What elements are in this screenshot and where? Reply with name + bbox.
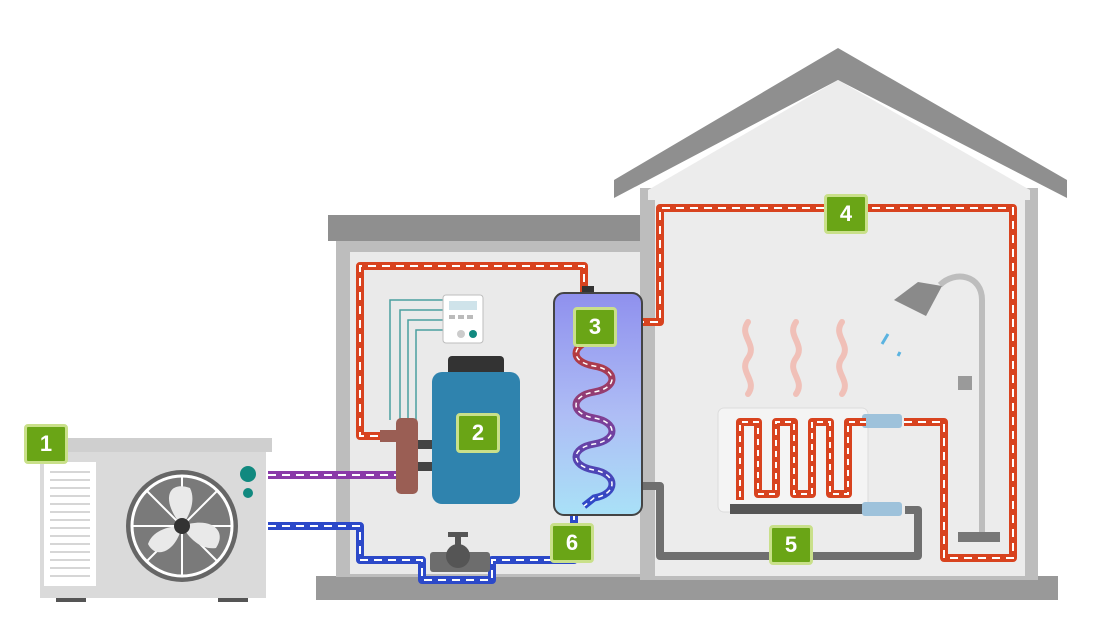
radiator-icon [717, 407, 902, 516]
badge-radiator: 5 [769, 525, 813, 565]
manifold-icon [380, 418, 432, 494]
control-wires [389, 299, 445, 420]
badge-outdoor-unit: 1 [24, 424, 68, 464]
shower-icon [880, 273, 1000, 542]
hot-water-cylinder-icon [553, 286, 643, 516]
controller-panel-icon [442, 294, 484, 344]
badge-buffer-tank: 2 [456, 413, 500, 453]
valve-icon [430, 532, 490, 572]
air-source-heat-pump-outdoor-unit-icon [30, 438, 272, 602]
badge-hot-water-supply: 4 [824, 194, 868, 234]
badge-hot-water-cylinder: 3 [573, 307, 617, 347]
badge-return-circuit: 6 [550, 523, 594, 563]
heat-waves-icon [742, 319, 848, 397]
